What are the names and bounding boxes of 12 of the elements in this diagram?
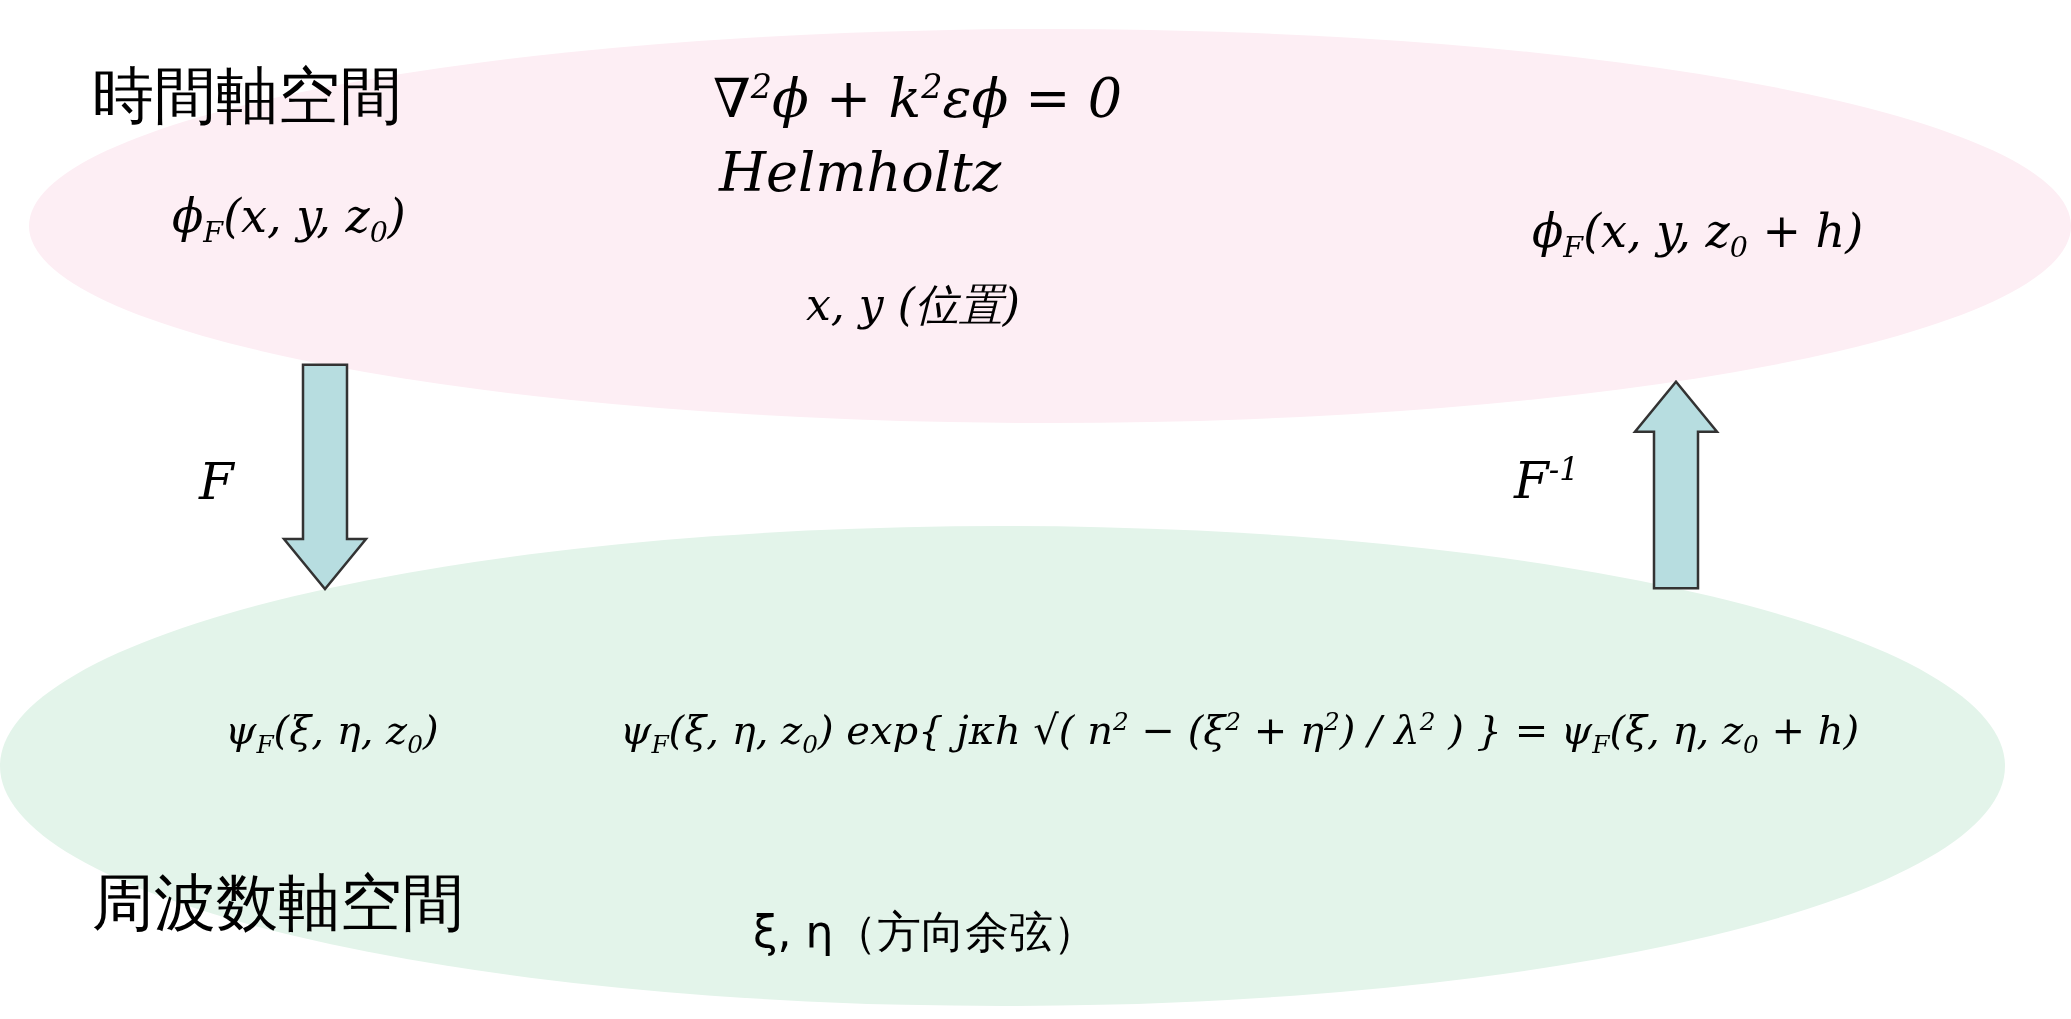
block-arrow: [1632, 379, 1720, 590]
equation-name: Helmholtz: [719, 141, 1002, 206]
domain-heading: 周波数軸空間: [92, 866, 464, 941]
equation: ∇$^{2}$ϕ + k$^{2}$εϕ = 0: [713, 67, 1123, 132]
variable-label: x, y (位置): [806, 279, 1020, 332]
formula: ϕ$_{F}$(x, y, z$_{0}$ + h): [1532, 204, 1864, 266]
block-arrow: [281, 363, 369, 592]
variable-label: ξ, η（方向余弦）: [753, 906, 1098, 959]
domain-heading: 時間軸空間: [92, 59, 402, 134]
formula: ϕ$_{F}$(x, y, z$_{0}$): [172, 189, 406, 251]
equation: ψ$_{F}$(ξ, η, z$_{0}$) exp{ jκh √( n$^{2}$ − (ξ$^{2}$ + η$^{2}$) / λ$^{2}$ ) } = ψ$_{F}$(ξ, η, z$_{0}$ + h): [620, 706, 1860, 760]
formula: ψ$_{F}$(ξ, η, z$_{0}$): [225, 706, 439, 760]
